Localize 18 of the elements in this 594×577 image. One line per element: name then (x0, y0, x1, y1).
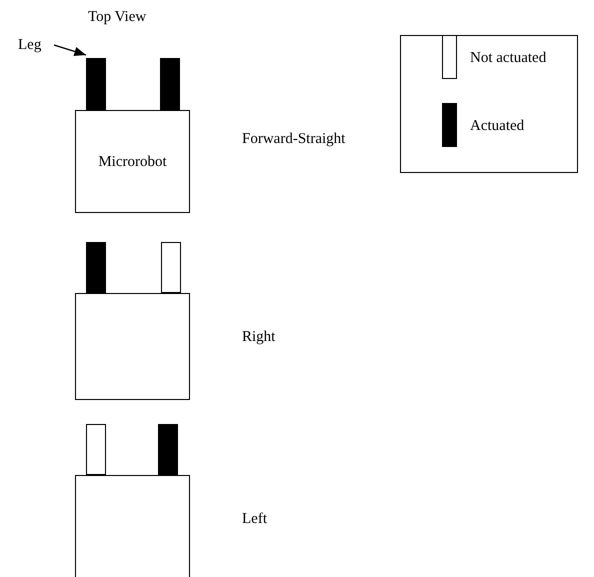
motion-label: Right (242, 328, 276, 346)
leg-bar (86, 58, 106, 110)
motion-label: Forward-Straight (242, 130, 346, 148)
leader-line (54, 44, 86, 56)
leg-bar (161, 242, 181, 293)
robot-body (75, 475, 190, 577)
leg-bar (86, 424, 106, 475)
motion-label: Left (242, 510, 267, 528)
robot-body (75, 110, 190, 213)
body-label: Microrobot (97, 152, 168, 170)
leg-bar (158, 424, 178, 475)
leg-label: Leg (18, 36, 42, 54)
view-title: Top View (88, 8, 146, 26)
robot-body (75, 293, 190, 400)
leg-bar (160, 58, 180, 110)
legend-text: Not actuated (470, 49, 546, 67)
leg-bar (86, 242, 106, 293)
legend-text: Actuated (470, 117, 524, 135)
